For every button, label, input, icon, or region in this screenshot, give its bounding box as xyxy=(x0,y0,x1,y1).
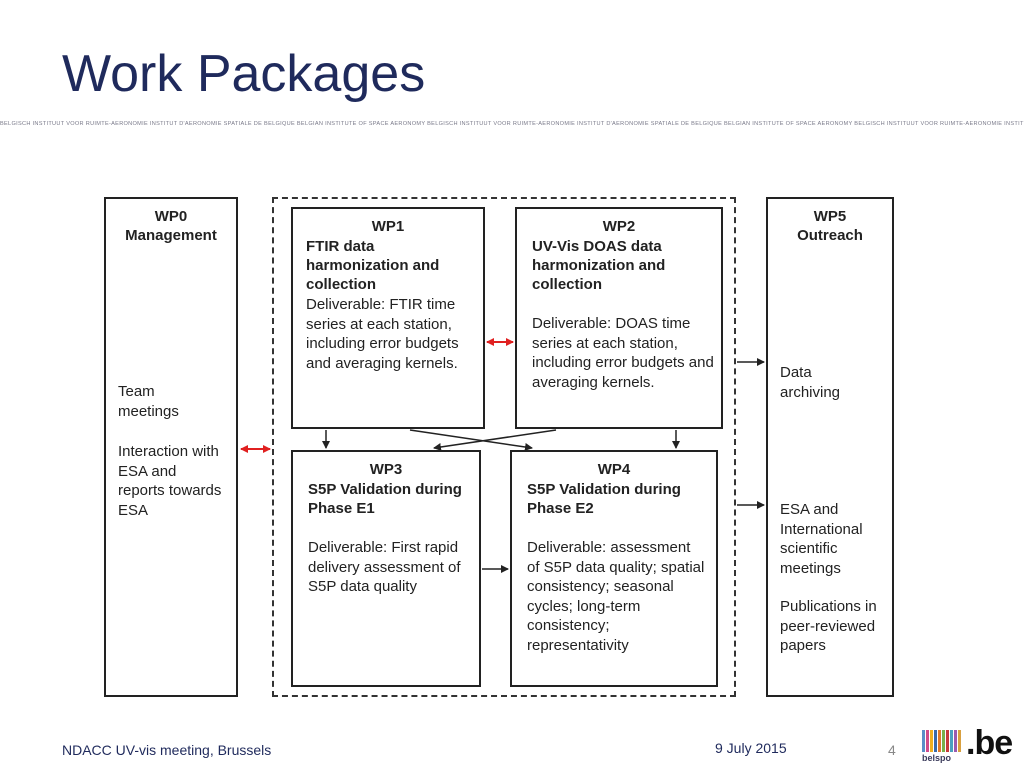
wp2-box: WP2 UV-Vis DOAS data harmonization and c… xyxy=(515,207,723,429)
belspo-logo: belspo .be xyxy=(922,724,1018,766)
wp-group-container xyxy=(272,197,736,697)
institute-banner: BELGISCH INSTITUUT VOOR RUIMTE-AERONOMIE… xyxy=(0,121,1024,127)
wp2-title: UV-Vis DOAS data harmonization and colle… xyxy=(532,238,666,293)
wp5-heading: WP5 xyxy=(813,208,847,225)
wp0-heading: WP0 xyxy=(154,208,188,225)
wp3-title: S5P Validation during Phase E1 xyxy=(308,481,462,517)
wp3-heading: WP3 xyxy=(369,461,403,478)
wp2-heading: WP2 xyxy=(602,218,636,235)
wp5-subheading: Outreach xyxy=(797,227,863,244)
wp4-heading: WP4 xyxy=(597,461,631,478)
wp4-box: WP4 S5P Validation during Phase E2 Deliv… xyxy=(510,450,718,687)
page-number: 4 xyxy=(888,742,896,758)
wp5-meetings: ESA and International scientific meeting… xyxy=(780,501,863,577)
wp3-box: WP3 S5P Validation during Phase E1 Deliv… xyxy=(291,450,481,687)
wp5-publications: Publications in peer-reviewed papers xyxy=(780,598,877,654)
wp1-title: FTIR data harmonization and collection xyxy=(306,238,440,293)
wp5-data-archiving: Data archiving xyxy=(780,364,841,401)
wp1-heading: WP1 xyxy=(371,218,405,235)
wp0-interaction: Interaction with ESA and reports towards… xyxy=(118,443,222,519)
wp1-deliverable: Deliverable: FTIR time series at each st… xyxy=(306,296,459,372)
be-logo-text: .be xyxy=(966,724,1013,762)
belspo-logo-text: belspo xyxy=(922,753,952,763)
wp3-deliverable: Deliverable: First rapid delivery assess… xyxy=(308,539,461,595)
belspo-logo-icon xyxy=(922,730,961,752)
wp4-title: S5P Validation during Phase E2 xyxy=(527,481,681,517)
wp5-box: WP5 Outreach Data archiving ESA and Inte… xyxy=(766,197,894,697)
wp0-box: WP0 Management Team meetings Interaction… xyxy=(104,197,238,697)
wp0-subheading: Management xyxy=(125,227,217,244)
footer-date: 9 July 2015 xyxy=(715,740,787,756)
slide-title: Work Packages xyxy=(62,45,426,103)
wp0-team-meetings: Team meetings xyxy=(118,383,179,420)
wp1-box: WP1 FTIR data harmonization and collecti… xyxy=(291,207,485,429)
footer-meeting: NDACC UV-vis meeting, Brussels xyxy=(62,742,272,758)
wp2-deliverable: Deliverable: DOAS time series at each st… xyxy=(532,315,714,391)
wp4-deliverable: Deliverable: assessment of S5P data qual… xyxy=(527,539,705,654)
